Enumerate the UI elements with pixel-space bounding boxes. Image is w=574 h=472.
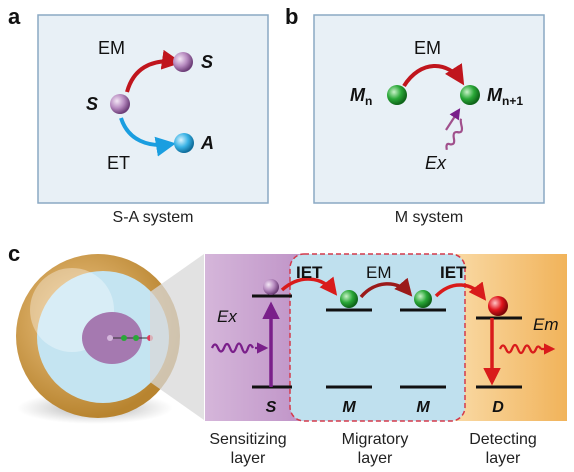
panel-a-box: [37, 14, 269, 204]
detecting-region: [455, 254, 567, 421]
em-label-a: EM: [98, 38, 125, 58]
iet-label-left: IET: [296, 263, 323, 282]
m-right-sub: n+1: [502, 94, 523, 108]
core-dot-1: [107, 335, 113, 341]
s-label-product: S: [201, 52, 213, 72]
layer-detecting-line1: Detecting: [469, 431, 537, 448]
layer-migratory-line2: layer: [358, 450, 393, 467]
ex-label-b: Ex: [425, 153, 447, 173]
iet-label-right: IET: [440, 263, 467, 282]
em-label-b: EM: [414, 38, 441, 58]
nanoparticle: [16, 254, 180, 424]
em-out-label: Em: [533, 315, 559, 334]
em-wave-c: [498, 343, 542, 355]
em-arrow: [125, 49, 182, 93]
m-ball-left: [387, 85, 407, 105]
em-label-c: EM: [366, 263, 392, 282]
panel-c: c: [8, 241, 567, 467]
ex-arrow-b: [445, 108, 461, 131]
m-ball-c2: [414, 290, 432, 308]
layer-migratory-line1: Migratory: [342, 431, 409, 448]
level-d-label: D: [492, 399, 504, 416]
s-label-main: S: [86, 94, 98, 114]
level-m1-label: M: [342, 399, 356, 416]
m-left-label: Mn: [350, 85, 372, 108]
panel-a: a EM ET S S A S-A system: [8, 4, 269, 226]
core-dot-3: [133, 335, 139, 341]
sensitizing-region: [205, 254, 305, 421]
s-ball-c: [263, 279, 279, 295]
core-dot-2: [121, 335, 127, 341]
level-m2-label: M: [416, 399, 430, 416]
ex-label-c: Ex: [217, 307, 237, 326]
iet-arrow-right: [434, 281, 487, 301]
em-arrow-c: [359, 277, 413, 299]
em-arrow-b: [402, 63, 465, 88]
ex-wave-b: [445, 118, 464, 151]
m-right-label: Mn+1: [487, 85, 523, 108]
panel-a-letter: a: [8, 4, 21, 29]
level-s-label: S: [266, 399, 277, 416]
et-label: ET: [107, 153, 130, 173]
ex-wave-c: [210, 342, 255, 354]
a-ball: [174, 133, 194, 153]
panel-c-letter: c: [8, 241, 20, 266]
panel-b: b EM Mn Mn+1 Ex M system: [285, 4, 545, 226]
iet-arrow-left: [280, 276, 338, 296]
layer-sensitizing-line2: layer: [231, 450, 266, 467]
zoom-projection: [150, 254, 204, 420]
s-ball-main: [110, 94, 130, 114]
layer-sensitizing-line1: Sensitizing: [209, 431, 286, 448]
caption-sa: S-A system: [113, 209, 194, 226]
m-ball-right: [460, 85, 480, 105]
m-left-main: M: [350, 85, 366, 105]
layer-detecting-line2: layer: [486, 450, 521, 467]
panel-b-box: [313, 14, 545, 204]
m-ball-c1: [340, 290, 358, 308]
caption-m: M system: [395, 209, 463, 226]
panel-b-letter: b: [285, 4, 298, 29]
s-ball-product: [173, 52, 193, 72]
et-arrow: [119, 117, 176, 157]
d-ball: [488, 296, 508, 316]
a-label: A: [200, 133, 214, 153]
m-right-main: M: [487, 85, 503, 105]
m-left-sub: n: [365, 94, 372, 108]
